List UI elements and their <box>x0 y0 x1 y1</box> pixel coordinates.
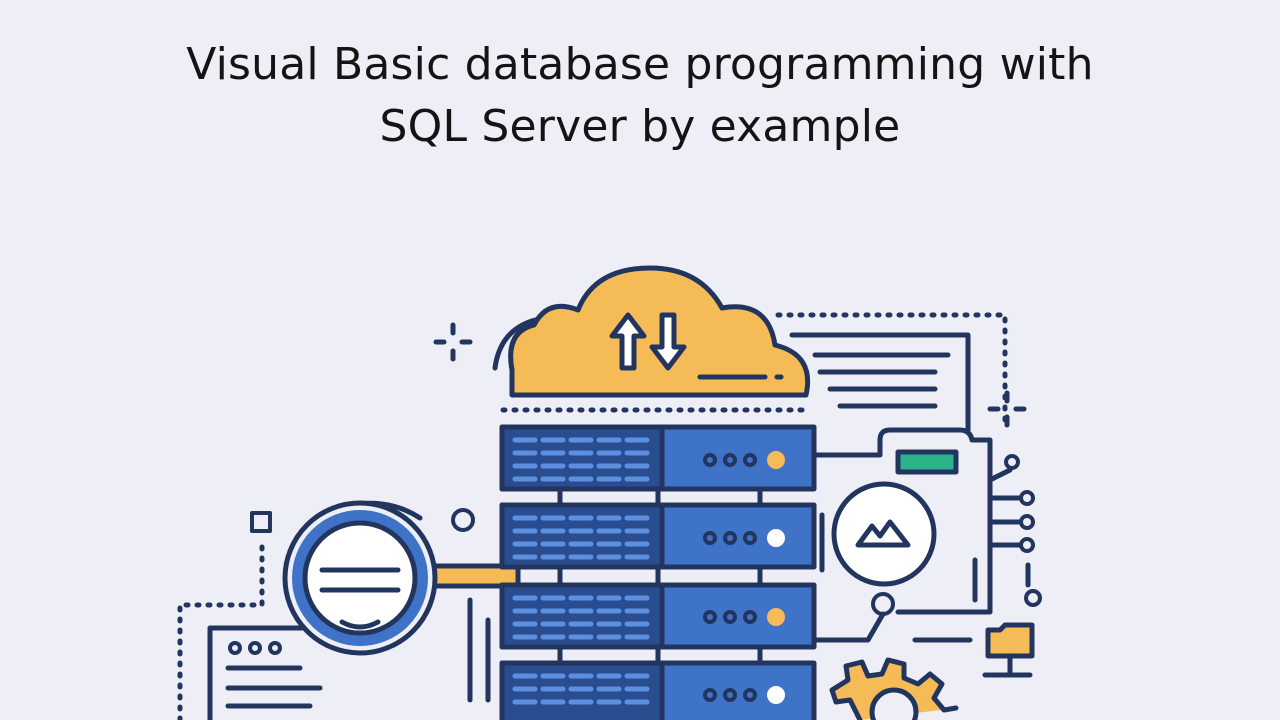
folder-icon <box>912 622 1035 678</box>
document-window-icon <box>207 625 328 720</box>
square-node-icon <box>250 511 272 533</box>
server-unit-3 <box>499 582 817 650</box>
server-unit-4 <box>499 660 817 720</box>
connector-nodes <box>972 454 1042 607</box>
sparkle-icon-left <box>433 322 473 362</box>
cloud-icon <box>492 265 811 398</box>
title-line-2: SQL Server by example <box>379 101 901 152</box>
server-rack <box>499 424 817 720</box>
magnifier-icon <box>282 500 521 656</box>
upload-download-arrows-icon <box>609 312 687 371</box>
server-unit-1 <box>499 424 817 492</box>
camera-image-icon <box>811 427 993 643</box>
page-title: Visual Basic database programming with S… <box>0 34 1280 158</box>
gear-icon <box>829 657 959 720</box>
server-unit-2 <box>499 502 817 570</box>
circle-node-icon <box>451 508 475 532</box>
title-line-1: Visual Basic database programming with <box>186 39 1094 90</box>
